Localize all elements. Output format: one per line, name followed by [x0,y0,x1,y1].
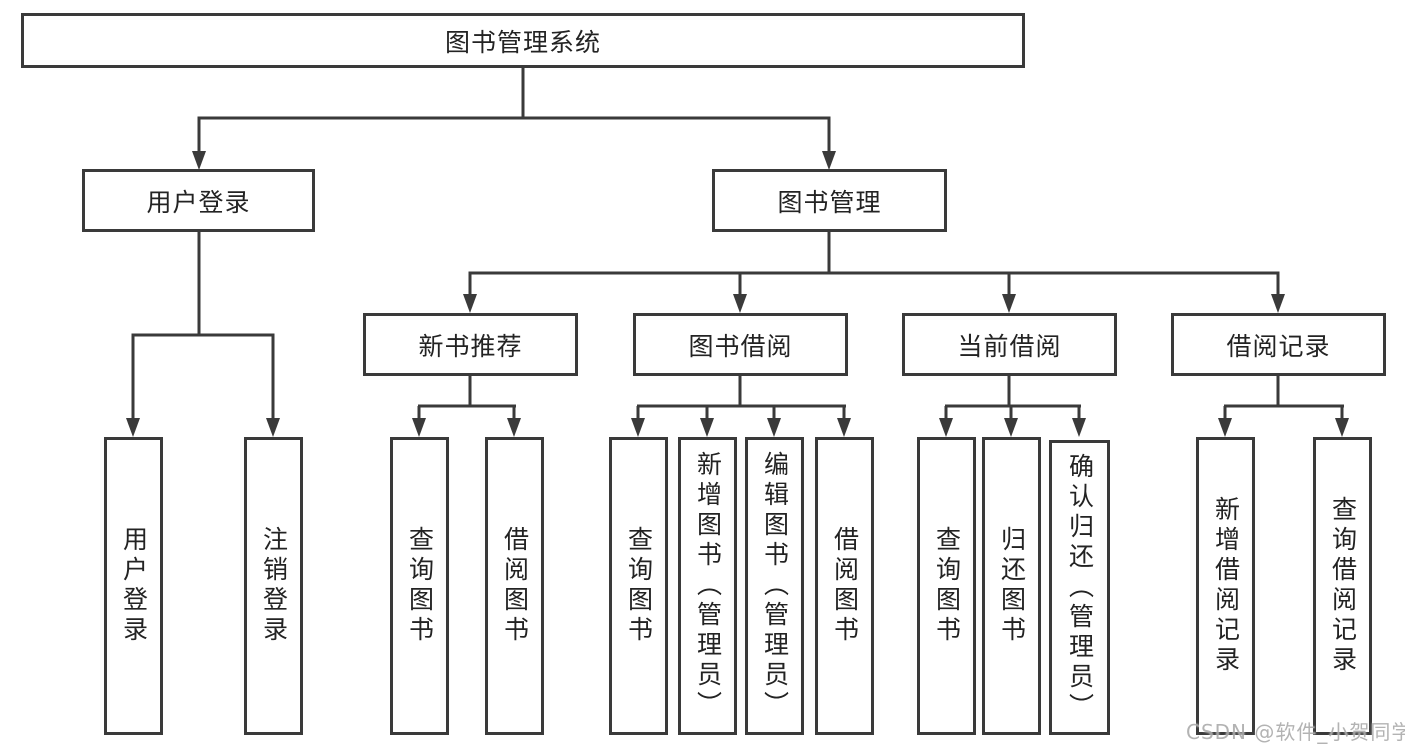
csdn-watermark: CSDN @软件_小贺同学 [1186,720,1405,744]
node-leaf-add-borrow-record: 新增借阅记录 [1196,437,1255,735]
connector-records-to-leaves [1218,376,1349,437]
node-leaf-query-books-1: 查询图书 [390,437,449,735]
node-current-borrowing: 当前借阅 [902,313,1117,376]
connector-current-to-leaves [939,376,1086,437]
node-leaf-borrow-books-2: 借阅图书 [815,437,874,735]
node-book-borrowing: 图书借阅 [633,313,848,376]
connector-bookmgmt-to-level3 [463,232,1285,313]
node-new-book-recommendation: 新书推荐 [363,313,578,376]
node-leaf-user-login: 用户登录 [104,437,163,735]
connector-root-to-level2 [192,68,836,170]
connector-newbooks-to-leaves [412,376,521,437]
node-leaf-query-books-3: 查询图书 [917,437,976,735]
node-leaf-query-books-2: 查询图书 [609,437,668,735]
node-leaf-logout: 注销登录 [244,437,303,735]
connector-borrowing-to-leaves [631,376,851,437]
node-system-title: 图书管理系统 [21,13,1025,68]
connector-userlogin-to-leaves [126,232,280,437]
node-leaf-edit-book-admin: 编辑图书（管理员） [745,437,804,735]
node-book-management: 图书管理 [712,169,947,232]
node-leaf-return-book: 归还图书 [982,437,1041,735]
node-leaf-confirm-return-admin: 确认归还（管理员） [1049,440,1110,735]
node-leaf-query-borrow-record: 查询借阅记录 [1313,437,1372,735]
node-leaf-add-book-admin: 新增图书（管理员） [678,437,737,735]
node-leaf-borrow-books-1: 借阅图书 [485,437,544,735]
node-borrowing-records: 借阅记录 [1171,313,1386,376]
node-user-login: 用户登录 [82,169,315,232]
